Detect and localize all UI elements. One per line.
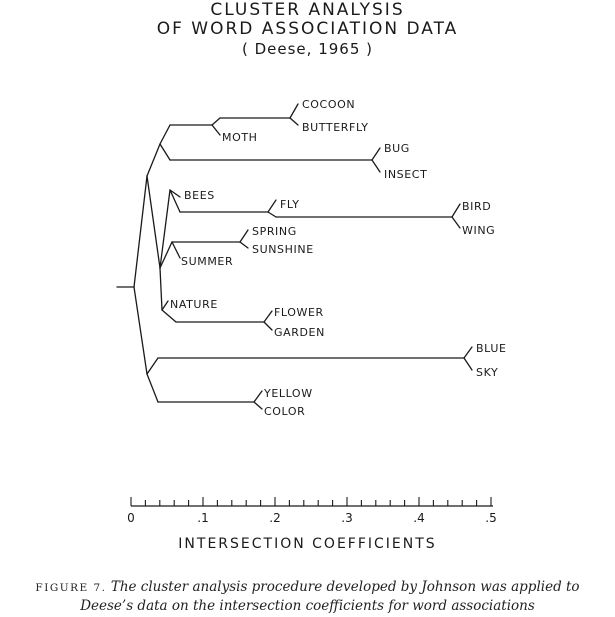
tick-label-0.5: .5 xyxy=(485,511,496,525)
tick-label-0.3: .3 xyxy=(341,511,352,525)
caption-line-2: Deese’s data on the intersection coeffic… xyxy=(80,598,535,614)
leaf-sky: SKY xyxy=(476,366,498,379)
tick-label-0: 0 xyxy=(127,511,135,525)
title-citation: ( Deese, 1965 ) xyxy=(241,40,373,58)
leaf-flower: FLOWER xyxy=(274,306,324,319)
axis-minor-ticks xyxy=(130,497,492,506)
figure-label: FIGURE 7. xyxy=(35,582,107,594)
figure-caption: FIGURE 7. The cluster analysis procedure… xyxy=(0,578,615,615)
root-spine-lower xyxy=(133,286,148,375)
leaf-cocoon: COCOON xyxy=(302,98,355,111)
leaf-yellow: YELLOW xyxy=(263,387,313,400)
tick-label-0.2: .2 xyxy=(269,511,280,525)
tick-label-0.1: .1 xyxy=(197,511,208,525)
leaf-wing: WING xyxy=(462,224,495,237)
leaf-bug: BUG xyxy=(384,142,410,155)
leaf-labels: COCOON BUTTERFLY MOTH BUG INSECT BEES FL… xyxy=(170,98,507,418)
leaf-bird: BIRD xyxy=(462,200,491,213)
caption-line-1: The cluster analysis procedure developed… xyxy=(110,579,580,595)
leaf-color: COLOR xyxy=(264,405,305,418)
leaf-garden: GARDEN xyxy=(274,326,325,339)
leaf-sunshine: SUNSHINE xyxy=(252,243,314,256)
axis-scale: 0 .1 .2 .3 .4 .5 xyxy=(127,497,497,525)
dendrogram: COCOON BUTTERFLY MOTH BUG INSECT BEES FL… xyxy=(116,98,507,525)
axis-title: INTERSECTION COEFFICIENTS xyxy=(178,536,437,552)
leaf-blue: BLUE xyxy=(476,342,507,355)
leaf-insect: INSECT xyxy=(384,168,427,181)
root-spine xyxy=(133,175,148,288)
title-line-2: OF WORD ASSOCIATION DATA xyxy=(156,19,459,39)
leaf-bees: BEES xyxy=(184,189,215,202)
leaf-fly: FLY xyxy=(280,198,300,211)
title-line-1: CLUSTER ANALYSIS xyxy=(210,0,405,20)
leaf-moth: MOTH xyxy=(222,131,258,144)
leaf-butterfly: BUTTERFLY xyxy=(302,121,369,134)
leaf-spring: SPRING xyxy=(252,225,297,238)
tick-label-0.4: .4 xyxy=(413,511,424,525)
leaf-nature: NATURE xyxy=(170,298,218,311)
leaf-summer: SUMMER xyxy=(181,255,233,268)
dendrogram-lines xyxy=(116,103,473,410)
